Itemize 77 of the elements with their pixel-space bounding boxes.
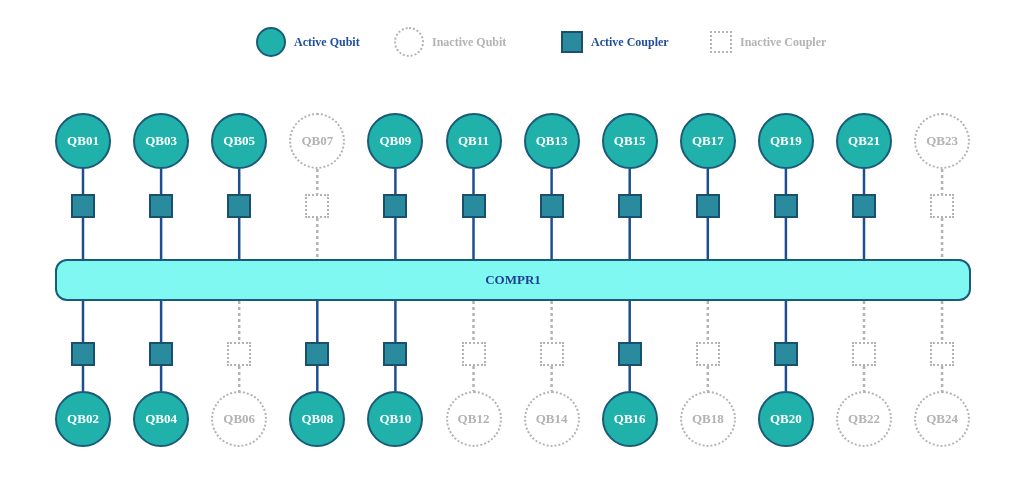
coupler-square <box>773 342 798 366</box>
inactive-coupler-square <box>930 194 955 218</box>
connector-line <box>550 301 553 342</box>
connector-line <box>940 301 944 342</box>
legend-label: Inactive Coupler <box>740 34 827 51</box>
connector-line <box>940 169 944 194</box>
legend-label: Active Coupler <box>591 34 669 51</box>
legend-label: Active Qubit <box>294 34 360 51</box>
connector-line <box>237 218 241 259</box>
connector-line <box>472 169 475 194</box>
coupler-square <box>71 194 95 218</box>
connector-line <box>628 169 631 194</box>
resonator-bar: COMPR1 <box>55 259 971 301</box>
connector-line <box>81 169 85 194</box>
inactive-coupler-square <box>461 342 486 366</box>
coupler-square <box>149 342 174 366</box>
connector-line <box>394 301 397 342</box>
connector-line <box>394 169 397 194</box>
connector-line <box>159 301 163 342</box>
connector-line <box>237 301 241 342</box>
connector-line <box>81 366 85 391</box>
connector-line <box>81 301 85 342</box>
coupler-square <box>149 194 174 218</box>
connector-line <box>706 301 710 342</box>
connector-line <box>550 218 553 259</box>
connector-line <box>81 218 85 259</box>
connector-line <box>550 169 553 194</box>
connector-line <box>237 366 241 391</box>
connector-line <box>472 301 475 342</box>
connector-line <box>159 169 163 194</box>
connector-line <box>784 218 788 259</box>
connector-line <box>316 169 319 194</box>
connector-line <box>316 301 319 342</box>
connector-line <box>472 218 475 259</box>
connector-line <box>159 366 163 391</box>
coupler-square <box>617 194 642 218</box>
coupler-square <box>71 342 95 366</box>
connector-line <box>784 366 788 391</box>
connector-line <box>784 301 788 342</box>
inactive-coupler-square <box>227 342 252 366</box>
inactive-coupler-square <box>930 342 955 366</box>
coupler-square <box>617 342 642 366</box>
connector-line <box>472 366 475 391</box>
coupler-square <box>305 342 330 366</box>
connector-line <box>706 218 710 259</box>
connector-line <box>784 169 788 194</box>
coupler-square <box>383 194 408 218</box>
coupler-square <box>539 194 564 218</box>
connector-line <box>628 366 631 391</box>
inactive-coupler-square <box>852 342 876 366</box>
connector-line <box>862 169 866 194</box>
connector-line <box>550 366 553 391</box>
coupler-square <box>852 194 876 218</box>
connector-line <box>237 169 241 194</box>
connector-line <box>706 366 710 391</box>
coupler-square <box>461 194 486 218</box>
inactive-coupler-square <box>539 342 564 366</box>
connector-line <box>316 366 319 391</box>
coupler-square <box>227 194 252 218</box>
connector-line <box>159 218 163 259</box>
connector-line <box>394 218 397 259</box>
inactive-coupler-square <box>695 342 720 366</box>
coupler-square <box>383 342 408 366</box>
connector-line <box>628 301 631 342</box>
connector-line <box>940 218 944 259</box>
connector-line <box>394 366 397 391</box>
connector-line <box>862 301 866 342</box>
coupler-square <box>695 194 720 218</box>
coupler-square <box>773 194 798 218</box>
connector-line <box>862 218 866 259</box>
connector-line <box>706 169 710 194</box>
connector-line <box>316 218 319 259</box>
connector-line <box>628 218 631 259</box>
legend-label: Inactive Qubit <box>432 34 507 51</box>
inactive-coupler-square <box>305 194 330 218</box>
connector-line <box>862 366 866 391</box>
connector-line <box>940 366 944 391</box>
